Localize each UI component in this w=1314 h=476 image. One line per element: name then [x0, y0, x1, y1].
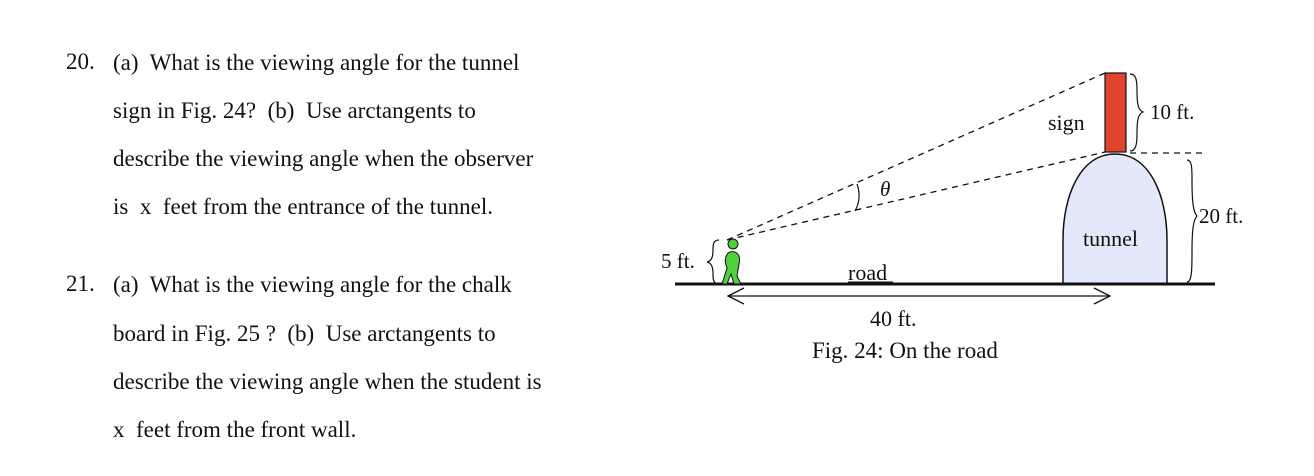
sight-line-bottom	[726, 151, 1106, 241]
sight-line-top	[726, 72, 1106, 241]
problem-21-number: 21.	[66, 271, 95, 296]
observer-height-brace	[706, 239, 720, 285]
observer-body	[721, 251, 742, 285]
distance-arrow-left-head	[726, 287, 745, 305]
angle-label: θ	[880, 177, 890, 201]
problem-21-line-3: describe the viewing angle when the stud…	[113, 369, 542, 394]
problem-20-line-3: describe the viewing angle when the obse…	[113, 146, 534, 171]
tunnel-height-label: 20 ft.	[1199, 204, 1243, 228]
observer-height-label: 5 ft.	[661, 249, 695, 273]
sign-label: sign	[1048, 110, 1085, 135]
problem-21-line-4: x feet from the front wall.	[113, 417, 357, 442]
sign-height-label: 10 ft.	[1150, 100, 1194, 124]
problem-21-line-2: board in Fig. 25 ? (b) Use arctangents t…	[113, 321, 496, 346]
problem-21-line-1: (a) What is the viewing angle for the ch…	[113, 272, 512, 297]
tunnel-label: tunnel	[1083, 226, 1138, 251]
problem-20-number: 20.	[66, 49, 95, 74]
sign-rect	[1104, 72, 1127, 153]
angle-arc	[854, 183, 860, 212]
distance-label: 40 ft.	[870, 306, 916, 331]
observer-head	[727, 238, 739, 250]
observer-figure	[721, 238, 742, 285]
problem-20-line-2: sign in Fig. 24? (b) Use arctangents to	[113, 98, 476, 123]
problem-20-line-1: (a) What is the viewing angle for the tu…	[113, 50, 520, 75]
problem-20-line-4: is x feet from the entrance of the tunne…	[113, 194, 493, 219]
sign-height-brace	[1129, 73, 1145, 152]
figure-caption: Fig. 24: On the road	[812, 338, 998, 363]
tunnel-height-brace	[1186, 159, 1198, 283]
tunnel-shape	[1062, 153, 1168, 285]
distance-arrow-right-head	[1093, 287, 1112, 305]
road-label: road	[848, 260, 887, 285]
